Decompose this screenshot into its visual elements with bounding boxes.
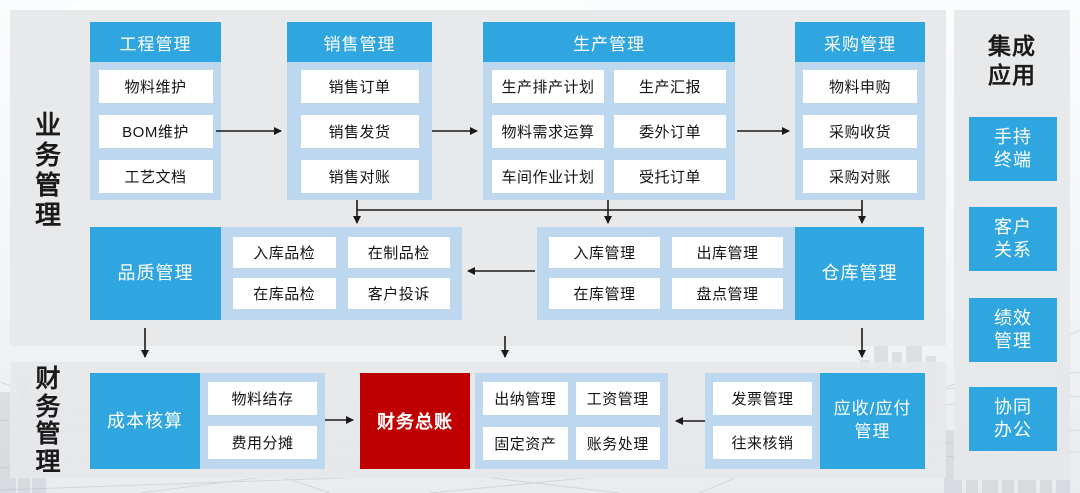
node-sales-order: 销售订单 [300,70,419,103]
procurement-header: 采购管理 [795,22,925,62]
warehouse-body: 入库管理 出库管理 在库管理 盘点管理 [537,227,795,320]
node-production-scheduling: 生产排产计划 [492,70,604,103]
quality-body: 入库品检 在制品检 在库品检 客户投诉 [221,227,462,320]
node-mrp-calculation: 物料需求运算 [492,115,604,148]
node-customer-complaint: 客户投诉 [347,278,450,309]
node-fixed-assets: 固定资产 [483,426,568,460]
node-purchase-reconciliation: 采购对账 [803,160,917,193]
engineering-header: 工程管理 [90,22,221,62]
procurement-body: 物料申购 采购收货 采购对账 [795,62,925,200]
cost-accounting-box: 成本核算 [90,373,200,469]
general-ledger-box: 财务总账 [360,373,470,469]
node-inprocess-inspection: 在制品检 [347,237,450,268]
node-expense-allocation: 费用分摊 [208,426,317,459]
warehouse-management-box: 仓库管理 [795,227,924,320]
integration-title: 集成 应用 [988,33,1036,88]
node-inbound-management: 入库管理 [549,237,660,268]
node-material-maintenance: 物料维护 [98,70,213,103]
finance-section-label: 财务管理 [35,365,61,476]
node-accounting-processing: 账务处理 [575,426,660,460]
node-purchase-receiving: 采购收货 [803,115,917,148]
node-stock-inspection: 在库品检 [233,278,336,309]
node-outsourcing-order: 委外订单 [614,115,726,148]
integration-collaborative-office: 协同 办公 [969,387,1057,451]
node-incoming-inspection: 入库品检 [233,237,336,268]
node-bom-maintenance: BOM维护 [98,115,213,148]
node-payroll-management: 工资管理 [575,382,660,415]
integration-handheld-terminal: 手持 终端 [969,117,1057,181]
node-sales-reconciliation: 销售对账 [300,160,419,193]
business-section-label: 业务管理 [34,110,61,231]
production-body: 生产排产计划 生产汇报 物料需求运算 委外订单 车间作业计划 受托订单 [483,62,735,200]
sales-body: 销售订单 销售发货 销售对账 [287,62,432,200]
node-transaction-writeoff: 往来核销 [713,426,812,459]
node-sales-delivery: 销售发货 [300,115,419,148]
finance-ops-body: 出纳管理 工资管理 固定资产 账务处理 [475,373,668,469]
node-workshop-plan: 车间作业计划 [492,160,604,193]
ar-ap-management-box: 应收/应付 管理 [820,373,925,469]
integration-customer-relations: 客户 关系 [969,207,1057,271]
cost-body: 物料结存 费用分摊 [200,373,325,469]
node-process-documents: 工艺文档 [98,160,213,193]
node-consignment-order: 受托订单 [614,160,726,193]
engineering-body: 物料维护 BOM维护 工艺文档 [90,62,221,200]
node-stocktaking-management: 盘点管理 [672,278,783,309]
production-header: 生产管理 [483,22,735,62]
node-cashier-management: 出纳管理 [483,382,568,415]
node-stock-management: 在库管理 [549,278,660,309]
node-production-reporting: 生产汇报 [614,70,726,103]
integration-performance-management: 绩效 管理 [969,298,1057,362]
quality-management-box: 品质管理 [90,227,221,320]
node-material-balance: 物料结存 [208,382,317,415]
node-material-requisition: 物料申购 [803,70,917,103]
invoicing-body: 发票管理 往来核销 [705,373,820,469]
sales-header: 销售管理 [287,22,432,62]
node-invoice-management: 发票管理 [713,382,812,415]
node-outbound-management: 出库管理 [672,237,783,268]
